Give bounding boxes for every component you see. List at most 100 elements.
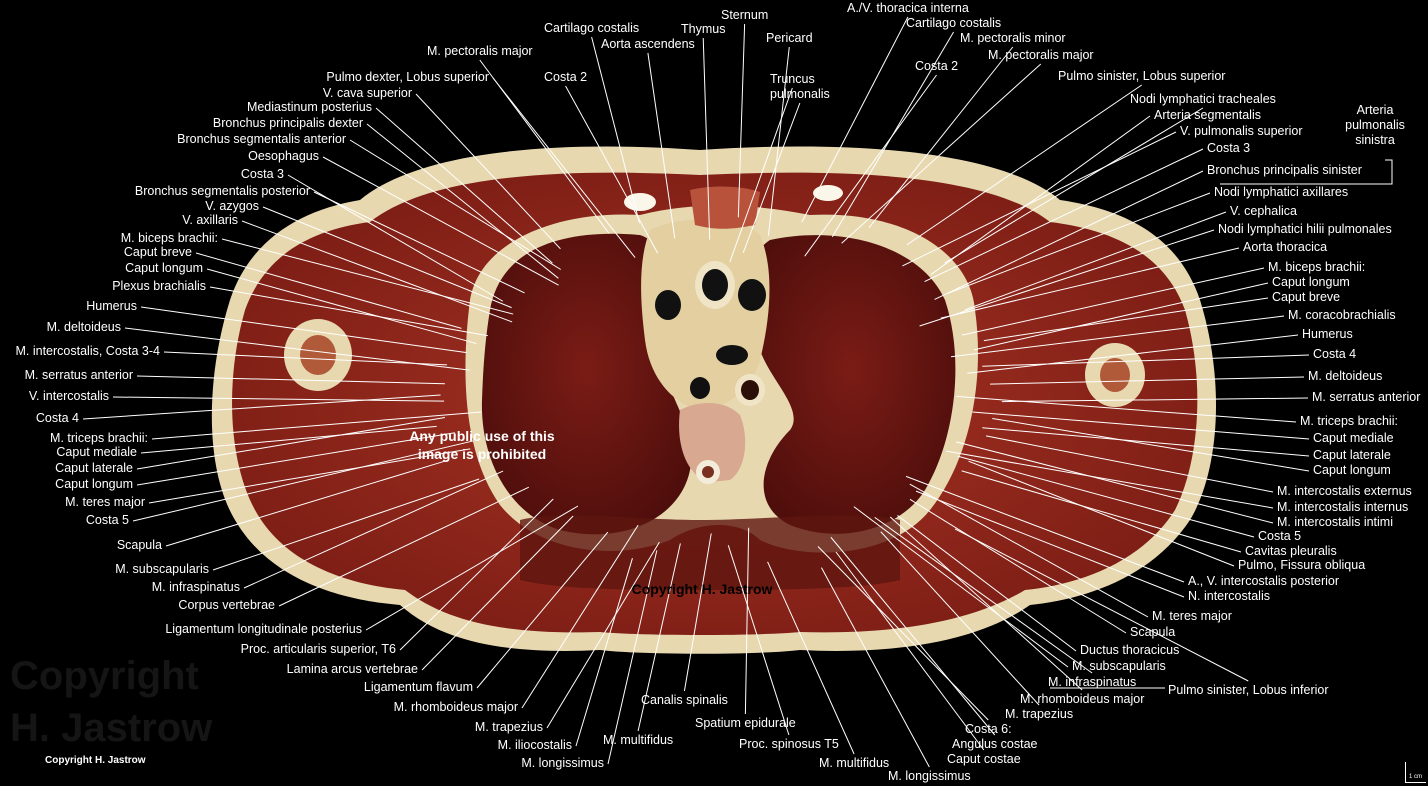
label-pectoralis-minor: M. pectoralis minor	[960, 31, 1066, 45]
label-pulmo-sinister-lobus-superior: Pulmo sinister, Lobus superior	[1058, 69, 1226, 83]
leader-line	[262, 206, 512, 309]
leader-line	[897, 515, 1077, 652]
leader-line	[243, 470, 504, 589]
watermark-line-1: Copyright	[10, 654, 199, 698]
label-scapula-left: Scapula	[116, 538, 162, 552]
label-arteria-pulmonalis: pulmonalis	[1345, 118, 1405, 132]
label-ligamentum-longitudinale-posterius: Ligamentum longitudinale posterius	[165, 622, 362, 636]
label-caput-laterale-right: Caput laterale	[1313, 448, 1391, 462]
leader-line	[521, 524, 639, 709]
label-nodi-lymphatici-hilii: Nodi lymphatici hilii pulmonales	[1218, 222, 1392, 236]
leader-line	[607, 550, 658, 765]
label-triceps-brachii-right: M. triceps brachii:	[1300, 414, 1398, 428]
leader-line	[967, 334, 1299, 374]
label-caput-breve-right: Caput breve	[1272, 290, 1341, 304]
label-intercostalis-posterior: A., V. intercostalis posterior	[1188, 574, 1339, 588]
label-pulmo-dexter-lobus-superior: Pulmo dexter, Lobus superior	[326, 70, 489, 84]
leader-line	[947, 192, 1211, 294]
leader-line	[961, 267, 1265, 336]
label-arteria-sinistra: sinistra	[1355, 133, 1395, 147]
leader-line	[399, 498, 554, 651]
label-costa-6: Costa 6:	[965, 722, 1012, 736]
leader-line	[209, 286, 488, 337]
label-n-intercostalis: N. intercostalis	[1188, 589, 1270, 603]
label-costa-5-right: Costa 5	[1258, 529, 1302, 543]
leader-line	[915, 490, 1185, 598]
leader-line	[492, 77, 636, 258]
leader-line	[421, 515, 574, 671]
label-corpus-vertebrae: Corpus vertebrae	[178, 598, 275, 612]
usage-warning: Any public use of this image is prohibit…	[409, 427, 554, 463]
label-mediastinum-posterius: Mediastinum posterius	[246, 100, 372, 114]
label-teres-major-right: M. teres major	[1152, 609, 1232, 623]
label-costa-3-left: Costa 3	[240, 167, 284, 181]
label-angulus-costae: Angulus costae	[952, 737, 1038, 751]
label-costa-3-right: Costa 3	[1207, 141, 1251, 155]
label-humerus-left: Humerus	[86, 299, 137, 313]
label-thymus: Thymus	[681, 22, 726, 36]
label-caput-longum-left: Caput longum	[125, 261, 203, 275]
copyright-center: Copyright H. Jastrow	[631, 581, 773, 597]
label-v-azygos: V. azygos	[205, 199, 259, 213]
label-intercostalis-costa-3-4: M. intercostalis, Costa 3-4	[15, 344, 161, 358]
label-aorta-thoracica: Aorta thoracica	[1243, 240, 1328, 254]
leader-line	[950, 315, 1285, 358]
leader-line	[313, 191, 525, 294]
label-sternum: Sternum	[721, 8, 769, 22]
leader-line	[906, 84, 1143, 246]
leader-line	[804, 74, 937, 257]
leader-line	[591, 36, 640, 224]
leader-line	[744, 527, 750, 715]
label-cartilago-costalis-top: Cartilago costalis	[544, 21, 640, 35]
label-v-intercostalis: V. intercostalis	[28, 389, 109, 403]
label-caput-longum-triceps-right: Caput longum	[1313, 463, 1391, 477]
label-biceps-brachii-left: M. biceps brachii:	[120, 231, 218, 245]
leader-line	[151, 411, 482, 440]
label-caput-mediale-left: Caput mediale	[56, 445, 137, 459]
label-canalis-spinalis: Canalis spinalis	[641, 693, 728, 707]
leader-line	[940, 247, 1240, 319]
leader-line	[365, 505, 579, 631]
label-ductus-thoracicus: Ductus thoracicus	[1080, 643, 1180, 657]
label-caput-laterale-left: Caput laterale	[55, 461, 133, 475]
leader-line	[727, 545, 790, 736]
label-pericard: Pericard	[766, 31, 813, 45]
label-infraspinatus-left: M. infraspinatus	[151, 580, 240, 594]
label-pulmo-sinister-lobus-inferior: Pulmo sinister, Lobus inferior	[1168, 683, 1329, 697]
label-longissimus-right: M. longissimus	[888, 769, 971, 783]
leader-line	[992, 417, 1310, 472]
leader-line	[954, 528, 1249, 682]
left-lung	[748, 235, 956, 534]
warning-line-2: image is prohibited	[417, 446, 547, 462]
label-teres-major-left: M. teres major	[65, 495, 145, 509]
label-v-pulmonalis-superior: V. pulmonalis superior	[1180, 124, 1303, 138]
leader-line	[132, 440, 474, 522]
label-deltoideus-left: M. deltoideus	[46, 320, 121, 334]
leader-line	[575, 558, 633, 747]
leader-line	[136, 417, 445, 470]
label-cartilago-costalis-right: Cartilago costalis	[906, 16, 1002, 30]
leader-line	[206, 268, 477, 345]
leader-line	[287, 174, 504, 302]
leader-line	[165, 459, 449, 547]
label-pulmo-fissura-obliqua: Pulmo, Fissura obliqua	[1238, 558, 1366, 572]
label-costa-2-right: Costa 2	[915, 59, 959, 73]
leader-line	[919, 229, 1215, 327]
leader-line	[982, 354, 1310, 367]
leader-line	[212, 478, 480, 571]
leader-line	[683, 533, 712, 692]
right-lung	[481, 233, 692, 535]
leader-line	[702, 37, 711, 240]
leader-line	[136, 432, 455, 486]
leader-line	[902, 131, 1177, 267]
label-costa-4-left: Costa 4	[35, 411, 79, 425]
label-scapula-right: Scapula	[1130, 625, 1176, 639]
label-costa-2-left: Costa 2	[544, 70, 588, 84]
leader-line	[930, 115, 1151, 276]
label-subscapularis-right: M. subscapularis	[1072, 659, 1166, 673]
leader-line	[956, 395, 1297, 423]
label-plexus-brachialis: Plexus brachialis	[112, 279, 206, 293]
label-thoracica-interna: A./V. thoracica interna	[847, 1, 969, 15]
leader-line	[476, 531, 609, 689]
